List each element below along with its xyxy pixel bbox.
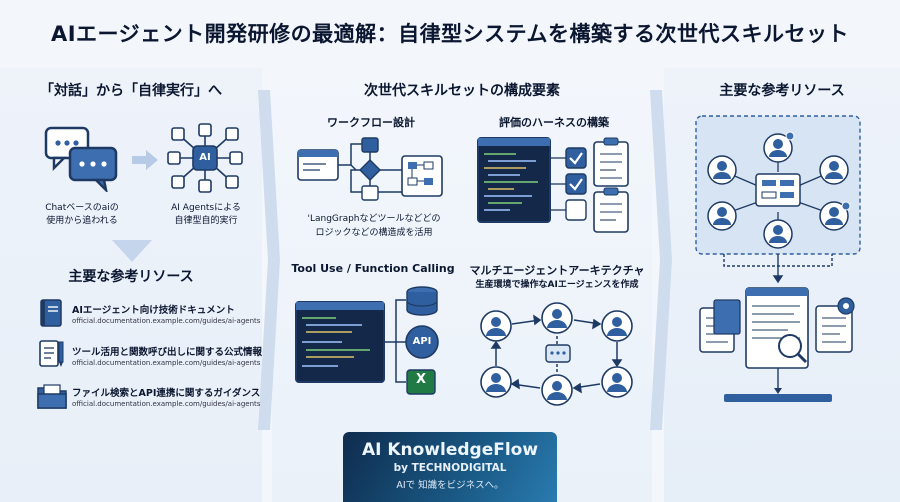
agents-caption-line2: 自律型自的実行: [174, 216, 238, 226]
agents-caption-line1: AI Agentsによる: [171, 203, 241, 213]
middle-panel-bg: [272, 68, 652, 502]
resource-url-2[interactable]: official.documentation.example.com/guide…: [72, 359, 261, 367]
document-pen-icon: [39, 340, 64, 367]
multiagent-caption: 生産環境で操作なAIエージェンスを作成: [475, 280, 639, 290]
left-panel-bg: [0, 68, 262, 502]
brand-tagline: AIで 知識をビジネスへ。: [396, 480, 504, 491]
arrow-right-icon: [132, 150, 158, 170]
chat-caption-line2: 使用から追われる: [46, 216, 118, 226]
brand-company: by TECHNODIGITAL: [393, 462, 507, 474]
middle-heading: 次世代スキルセットの構成要素: [364, 83, 560, 99]
chevron-right-icon: [650, 90, 672, 430]
resource-title-1: AIエージェント向け技術ドキュメント: [72, 305, 235, 316]
multiagent-title: マルチエージェントアーキテクチャ: [469, 264, 645, 277]
resource-title-3: ファイル検索とAPI連携に関するガイダンス: [72, 388, 261, 399]
right-heading: 主要な参考リソース: [719, 83, 845, 99]
excel-icon: X: [415, 372, 427, 387]
book-icon: [40, 299, 62, 327]
brand-badge: AI KnowledgeFlow by TECHNODIGITAL AIで 知識…: [343, 432, 557, 502]
workflow-caption-line2: ロジックなどの構造成を活用: [315, 228, 433, 238]
workflow-title: ワークフロー設計: [327, 116, 415, 129]
chevron-down-icon: [112, 240, 152, 262]
resource-title-2: ツール活用と関数呼び出しに関する公式情報: [72, 347, 263, 358]
chat-bubbles-icon: [44, 126, 118, 192]
brand-name: AI KnowledgeFlow: [361, 440, 539, 460]
harness-title: 評価のハーネスの構築: [499, 116, 609, 129]
folder-icon: [37, 384, 67, 409]
workflow-diagram: [297, 137, 443, 201]
page-title: AIエージェント開発研修の最適解：自律型システムを構築する次世代スキルセット: [50, 22, 849, 46]
multiagent-diagram: [480, 302, 633, 406]
evaluation-harness-icon: [477, 137, 629, 233]
tooluse-diagram: [295, 286, 439, 395]
api-label: API: [412, 336, 432, 347]
chevron-right-icon: [258, 90, 280, 430]
workflow-caption-line1: 'LangGraphなどツールなどどの: [307, 214, 441, 224]
left-heading: 「対話」から「自律実行」へ: [40, 83, 222, 99]
resource-url-3[interactable]: official.documentation.example.com/guide…: [72, 400, 261, 408]
resource-url-1[interactable]: official.documentation.example.com/guide…: [72, 317, 261, 325]
left-resources-heading: 主要な参考リソース: [68, 269, 194, 285]
ai-chip-label: AI: [199, 152, 211, 163]
ai-network-icon: [167, 123, 243, 193]
team-workflow-diagram: [695, 115, 861, 402]
tooluse-title: Tool Use / Function Calling: [291, 262, 455, 275]
chat-caption-line1: Chatベースのaiの: [45, 203, 119, 213]
